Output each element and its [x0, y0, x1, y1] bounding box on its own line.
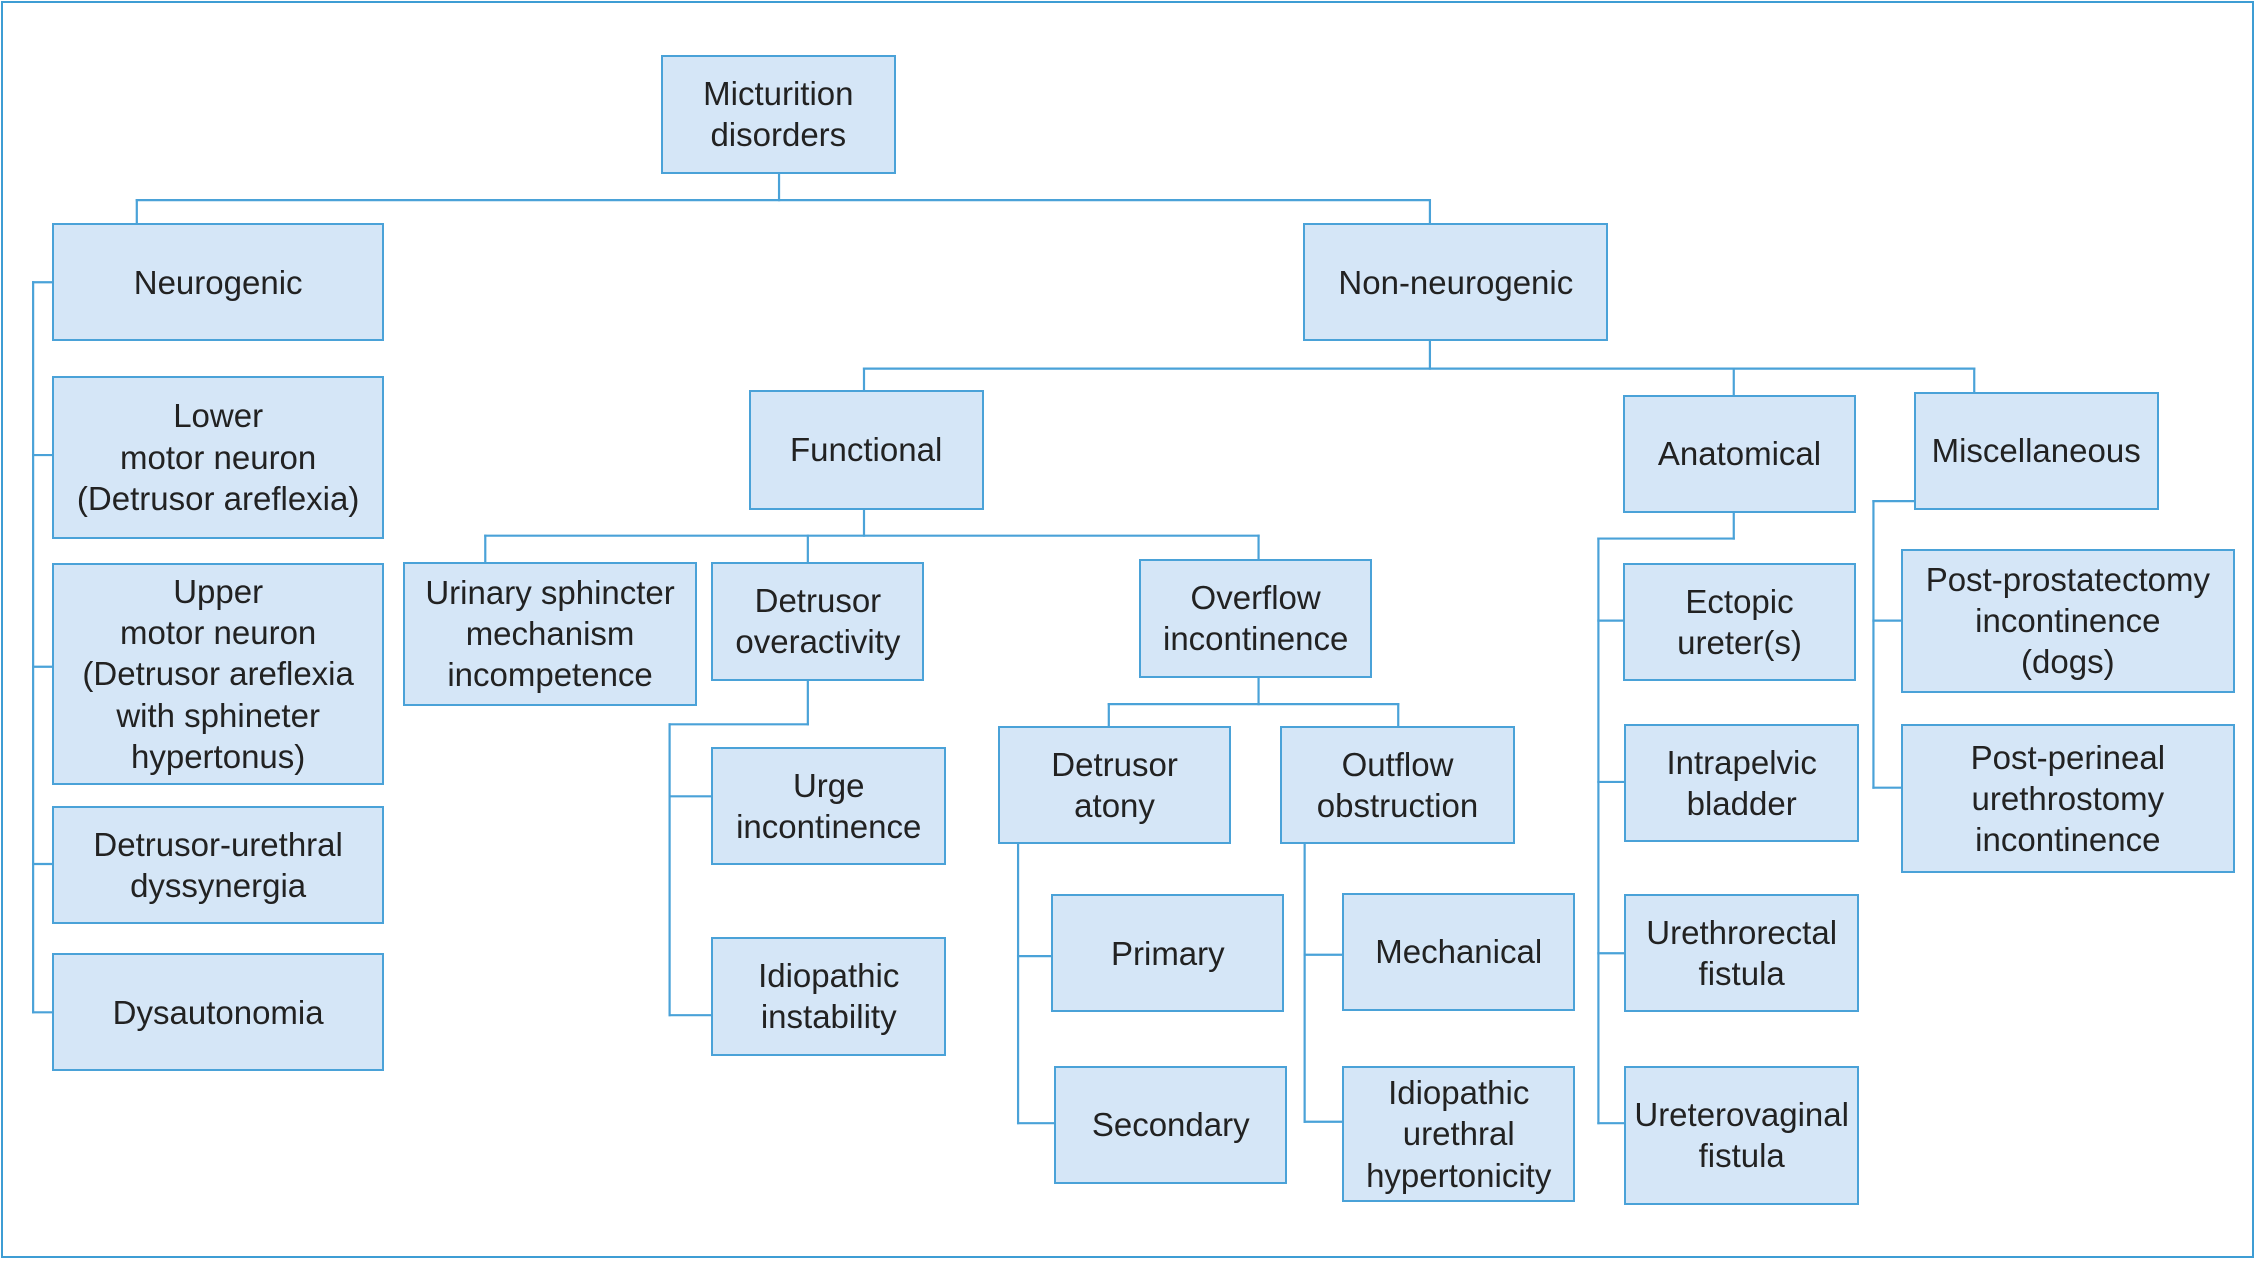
node-detrusor-overactivity: Detrusor overactivity [711, 561, 925, 682]
node-lower-motor-neuron: Lower motor neuron (Detrusor areflexia) [51, 375, 385, 539]
node-idiopathic-urethral-hypertonicity: Idiopathic urethral hypertonicity [1342, 1065, 1576, 1203]
node-micturition-disorders: Micturition disorders [660, 54, 896, 175]
node-detrusor-urethral-dyssynergia: Detrusor-urethral dyssynergia [51, 806, 385, 925]
node-dysautonomia: Dysautonomia [51, 953, 385, 1072]
node-neurogenic: Neurogenic [51, 223, 385, 342]
node-idiopathic-instability: Idiopathic instability [711, 937, 947, 1056]
node-non-neurogenic: Non-neurogenic [1303, 223, 1609, 342]
node-post-perineal-urethrostomy-incontinence: Post-perineal urethrostomy incontinence [1900, 724, 2235, 873]
node-ectopic-ureters: Ectopic ureter(s) [1622, 563, 1857, 682]
node-anatomical: Anatomical [1622, 394, 1857, 513]
node-urge-incontinence: Urge incontinence [711, 747, 947, 866]
node-overflow-incontinence: Overflow incontinence [1139, 558, 1373, 679]
node-detrusor-atony: Detrusor atony [997, 725, 1232, 844]
node-secondary: Secondary [1054, 1065, 1288, 1184]
node-mechanical: Mechanical [1342, 892, 1576, 1011]
node-primary: Primary [1051, 894, 1285, 1013]
node-outflow-obstruction: Outflow obstruction [1280, 725, 1515, 844]
node-upper-motor-neuron: Upper motor neuron (Detrusor areflexia w… [51, 563, 385, 785]
node-intrapelvic-bladder: Intrapelvic bladder [1624, 724, 1860, 843]
node-miscellaneous: Miscellaneous [1913, 391, 2159, 510]
node-urethrorectal-fistula: Urethrorectal fistula [1624, 894, 1860, 1013]
node-post-prostatectomy-incontinence: Post-prostatectomy incontinence (dogs) [1900, 548, 2235, 693]
node-ureterovaginal-fistula: Ureterovaginal fistula [1624, 1065, 1860, 1206]
node-functional: Functional [748, 390, 984, 510]
node-urinary-sphincter-incompetence: Urinary sphincter mechanism incompetence [403, 561, 697, 706]
